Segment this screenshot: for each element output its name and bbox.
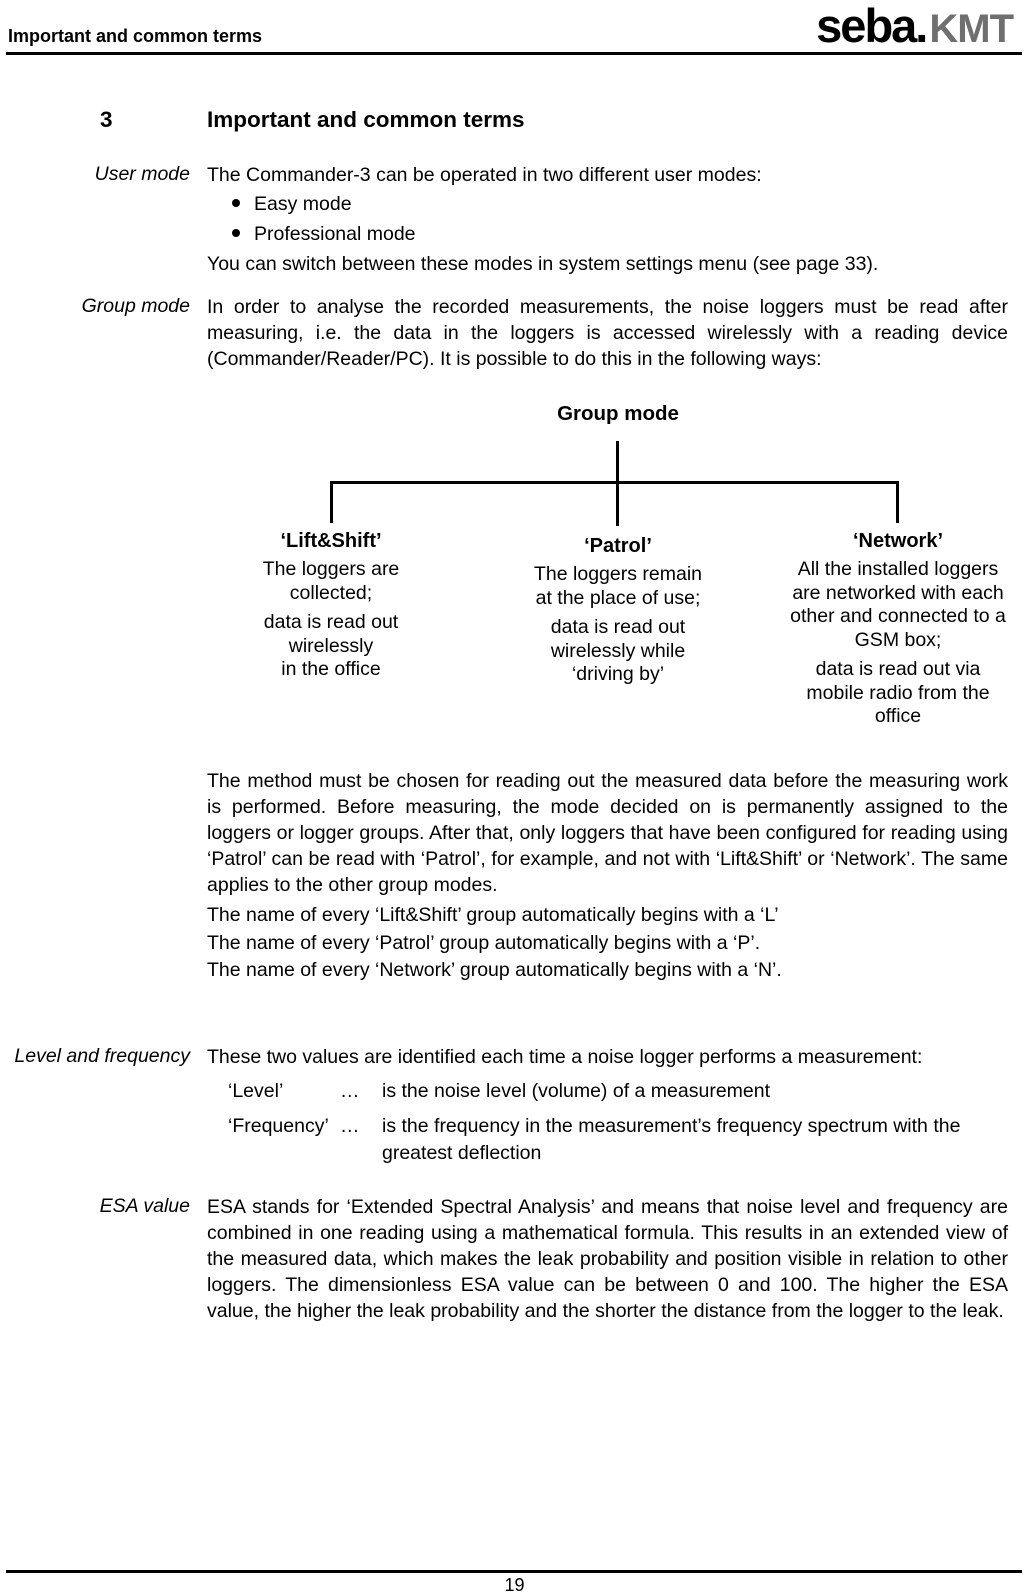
logo-kmt-text: KMT xyxy=(929,7,1014,51)
definition-text: is the frequency in the measurement’s fr… xyxy=(382,1115,961,1164)
diagram-root-label: Group mode xyxy=(557,402,679,425)
column-text: The loggers remain at the place of use; xyxy=(534,563,702,609)
level-frequency-intro: These two values are identified each tim… xyxy=(207,1046,923,1068)
column-text: The loggers are collected; xyxy=(262,558,400,604)
diagram-column-network: ‘Network’ All the installed loggers are … xyxy=(768,530,1028,729)
user-mode-intro: The Commander-3 can be operated in two d… xyxy=(207,164,762,186)
bullet-icon xyxy=(232,199,240,208)
section-heading: 3 Important and common terms xyxy=(100,107,525,133)
naming-rule-line: The name of every ‘Network’ group automa… xyxy=(207,959,782,981)
page-number: 19 xyxy=(504,1575,525,1595)
definition-list: ‘Level’ … is the noise level (volume) of… xyxy=(228,1078,1008,1175)
header-rule xyxy=(6,52,1022,55)
tree-stem-line xyxy=(616,441,619,482)
side-label-group-mode: Group mode xyxy=(81,295,190,317)
definition-text: is the noise level (volume) of a measure… xyxy=(382,1080,771,1102)
definition-row: ‘Frequency’ … is the frequency in the me… xyxy=(228,1113,1008,1167)
side-label-esa-value: ESA value xyxy=(99,1195,190,1217)
logo-seba-text: seba. xyxy=(816,0,928,52)
section-title: Important and common terms xyxy=(207,107,525,132)
column-title: ‘Network’ xyxy=(852,530,944,552)
method-paragraph: The method must be chosen for reading ou… xyxy=(207,770,1008,896)
definition-dots: … xyxy=(340,1080,360,1102)
tree-drop-line-middle xyxy=(616,484,619,526)
naming-rules: The name of every ‘Lift&Shift’ group aut… xyxy=(207,902,1008,985)
group-mode-intro: In order to analyse the recorded measure… xyxy=(207,296,1008,370)
side-label-user-mode: User mode xyxy=(94,163,190,185)
naming-rule-line: The name of every ‘Patrol’ group automat… xyxy=(207,931,761,954)
column-text: All the installed loggers are networked … xyxy=(790,558,1006,651)
column-title: ‘Lift&Shift’ xyxy=(280,530,382,552)
bullet-label: Professional mode xyxy=(254,223,416,245)
definition-term: ‘Frequency’ xyxy=(228,1115,329,1137)
bullet-label: Easy mode xyxy=(254,193,352,215)
side-label-level-frequency: Level and frequency xyxy=(14,1045,190,1067)
footer-rule xyxy=(6,1570,1022,1573)
group-mode-diagram: Group mode ‘Lift&Shift’ The loggers are … xyxy=(0,390,1029,755)
bullet-item: Easy mode xyxy=(232,191,992,217)
definition-term: ‘Level’ xyxy=(228,1080,284,1102)
column-text: data is read out wirelessly in the offic… xyxy=(263,611,399,680)
naming-rule-line: The name of every ‘Lift&Shift’ group aut… xyxy=(207,904,779,926)
tree-drop-line-left xyxy=(330,484,333,523)
diagram-column-patrol: ‘Patrol’ The loggers remain at the place… xyxy=(498,535,738,687)
column-title: ‘Patrol’ xyxy=(584,535,652,557)
column-text: data is read out via mobile radio from t… xyxy=(806,658,990,727)
definition-dots: … xyxy=(340,1115,360,1137)
sebakmt-logo: seba.KMT xyxy=(816,0,1014,62)
bullet-icon xyxy=(232,229,240,238)
tree-horizontal-line xyxy=(330,481,899,484)
user-mode-outro: You can switch between these modes in sy… xyxy=(207,253,879,275)
definition-row: ‘Level’ … is the noise level (volume) of… xyxy=(228,1078,1008,1105)
bullet-item: Professional mode xyxy=(232,221,992,247)
column-text: data is read out wirelessly while ‘drivi… xyxy=(550,616,686,685)
diagram-column-liftshift: ‘Lift&Shift’ The loggers are collected; … xyxy=(211,530,451,682)
esa-paragraph: ESA stands for ‘Extended Spectral Analys… xyxy=(207,1196,1008,1322)
section-number: 3 xyxy=(100,107,113,132)
tree-drop-line-right xyxy=(896,484,899,523)
header-running-title: Important and common terms xyxy=(8,26,263,46)
